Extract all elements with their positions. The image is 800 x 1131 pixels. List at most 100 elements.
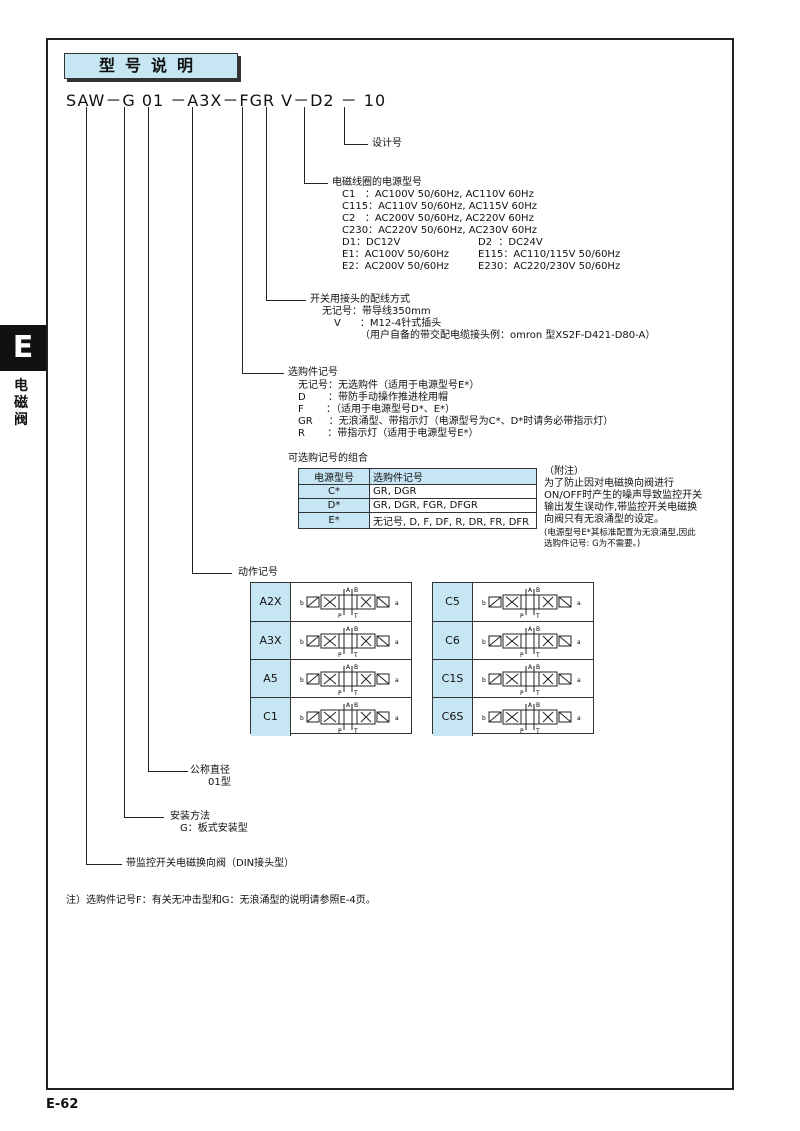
combo-value: GR, DGR, FGR, DFGR bbox=[369, 498, 537, 513]
port-label: b bbox=[300, 677, 304, 684]
option-row: R ：带指示灯（适用于电源型号E*） bbox=[298, 428, 479, 439]
coil-row: E2：AC200V 50/60Hz bbox=[342, 261, 450, 272]
page-frame bbox=[46, 38, 734, 1090]
port-label: B bbox=[354, 587, 358, 594]
mount-value: G：板式安装型 bbox=[180, 823, 248, 834]
note-line: 为了防止因对电磁换向阀进行 bbox=[544, 478, 674, 489]
action-code: A5 bbox=[251, 660, 291, 698]
port-label: T bbox=[353, 652, 358, 658]
coil-title: 电磁线圈的电源型号 bbox=[332, 177, 422, 188]
port-label: a bbox=[577, 677, 581, 684]
coil-row: D1：DC12V bbox=[342, 237, 401, 248]
wiring-row: 无记号：带导线350mm bbox=[322, 306, 431, 317]
port-label: a bbox=[577, 600, 581, 607]
combo-key: C* bbox=[298, 484, 370, 499]
port-label: a bbox=[577, 639, 581, 646]
coil-row: C1 ：AC100V 50/60Hz, AC110V 60Hz bbox=[342, 189, 534, 200]
port-label: b bbox=[300, 639, 304, 646]
action-code: C1 bbox=[251, 698, 291, 736]
port-label: T bbox=[353, 728, 358, 734]
port-label: B bbox=[354, 626, 358, 633]
coil-row: E230：AC220/230V 50/60Hz bbox=[478, 261, 621, 272]
note-title: （附注） bbox=[544, 466, 584, 477]
action-code: C1S bbox=[433, 660, 473, 698]
port-label: B bbox=[536, 626, 540, 633]
section-title: 型号说明 bbox=[64, 53, 238, 79]
port-label: T bbox=[535, 652, 540, 658]
combo-value: 无记号, D, F, DF, R, DR, FR, DFR bbox=[369, 512, 537, 529]
combo-value: GR, DGR bbox=[369, 484, 537, 499]
section-side-label: 电磁阀 bbox=[14, 378, 28, 428]
note-line: 向阀只有无浪涌型的设定。 bbox=[544, 514, 664, 525]
coil-row: E115：AC110/115V 50/60Hz bbox=[478, 249, 621, 260]
port-label: b bbox=[482, 600, 486, 607]
action-code: A2X bbox=[251, 583, 291, 621]
port-label: A bbox=[346, 626, 351, 633]
size-value: 01型 bbox=[208, 777, 231, 788]
action-code: C6S bbox=[433, 698, 473, 736]
port-label: B bbox=[536, 664, 540, 671]
port-label: a bbox=[395, 677, 399, 684]
page-number: E-62 bbox=[46, 1097, 79, 1112]
action-title: 动作记号 bbox=[238, 567, 278, 578]
option-row: GR ：无浪涌型、带指示灯（电源型号为C*、D*时请务必带指示灯） bbox=[298, 416, 614, 427]
port-label: b bbox=[300, 600, 304, 607]
port-label: P bbox=[338, 652, 342, 658]
port-label: P bbox=[520, 613, 524, 619]
type-title: 带监控开关电磁换向阀（DIN接头型） bbox=[126, 858, 295, 869]
port-label: T bbox=[353, 613, 358, 619]
port-label: A bbox=[528, 626, 533, 633]
port-label: P bbox=[338, 613, 342, 619]
action-code: A3X bbox=[251, 622, 291, 660]
coil-row: C230：AC220V 50/60Hz, AC230V 60Hz bbox=[342, 225, 538, 236]
option-title: 选购件记号 bbox=[288, 367, 338, 378]
coil-row: E1：AC100V 50/60Hz bbox=[342, 249, 450, 260]
wiring-row: （用户自备的带交配电缆接头例：omron 型XS2F-D421-D80-A） bbox=[360, 330, 656, 341]
port-label: P bbox=[338, 690, 342, 696]
port-label: a bbox=[395, 715, 399, 722]
option-row: 无记号：无选购件（适用于电源型号E*） bbox=[298, 380, 480, 391]
port-label: b bbox=[482, 639, 486, 646]
port-label: T bbox=[535, 728, 540, 734]
port-label: P bbox=[520, 728, 524, 734]
port-label: A bbox=[346, 587, 351, 594]
port-label: a bbox=[577, 715, 581, 722]
port-label: a bbox=[395, 600, 399, 607]
port-label: B bbox=[354, 702, 358, 709]
port-label: B bbox=[354, 664, 358, 671]
note-line: 输出发生误动作,带监控开关电磁换 bbox=[544, 502, 698, 513]
port-label: b bbox=[482, 677, 486, 684]
port-label: P bbox=[520, 690, 524, 696]
note-small: 选购件记号: G为不需要。) bbox=[544, 539, 641, 549]
action-code: C6 bbox=[433, 622, 473, 660]
port-label: A bbox=[528, 664, 533, 671]
coil-row: C115：AC110V 50/60Hz, AC115V 60Hz bbox=[342, 201, 538, 212]
combo-key: E* bbox=[298, 512, 370, 529]
port-label: T bbox=[535, 613, 540, 619]
port-label: A bbox=[528, 702, 533, 709]
port-label: A bbox=[346, 702, 351, 709]
port-label: b bbox=[300, 715, 304, 722]
wiring-title: 开关用接头的配线方式 bbox=[310, 294, 410, 305]
size-title: 公称直径 bbox=[190, 765, 230, 776]
port-label: T bbox=[353, 690, 358, 696]
port-label: B bbox=[536, 702, 540, 709]
combo-title: 可选购记号的组合 bbox=[288, 453, 368, 464]
section-tab: E bbox=[0, 325, 46, 371]
model-code: SAW－G 01 －A3X－FGR V－D2 － 10 bbox=[66, 91, 387, 110]
